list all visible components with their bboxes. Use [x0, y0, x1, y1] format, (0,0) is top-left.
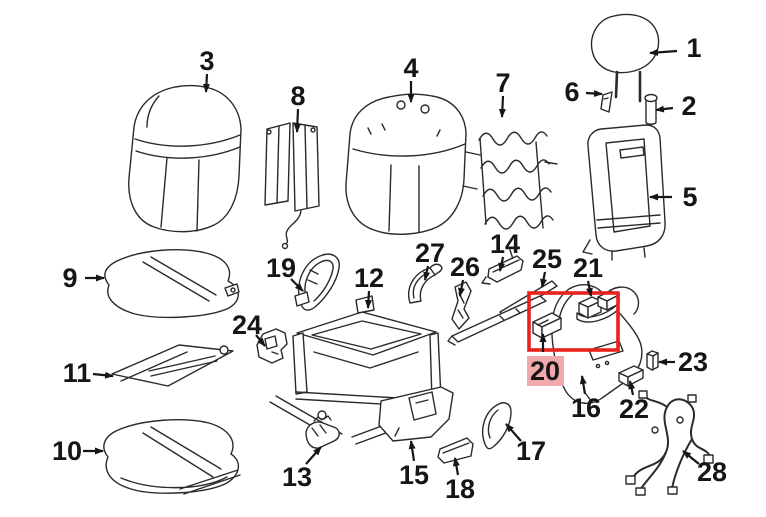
- callout-part-12[interactable]: 12: [354, 263, 384, 309]
- part-number: 9: [62, 263, 77, 293]
- callout-part-15[interactable]: 15: [399, 440, 429, 490]
- part-number: 10: [52, 436, 82, 466]
- callout-part-8[interactable]: 8: [290, 81, 306, 133]
- part-art-clip: [600, 91, 613, 113]
- part-number: 14: [490, 229, 520, 259]
- callout-part-16[interactable]: 16: [571, 375, 601, 423]
- part-art-seat-back-frame: [582, 124, 666, 261]
- part-number: 12: [354, 263, 384, 293]
- highlight-label-bg: [527, 356, 564, 386]
- callout-part-14[interactable]: 14: [490, 229, 520, 272]
- part-number: 25: [532, 244, 562, 274]
- callout-part-19[interactable]: 19: [266, 253, 304, 292]
- callout-part-20-selected[interactable]: 20: [527, 333, 564, 386]
- part-number: 20: [530, 356, 560, 386]
- callout-part-11[interactable]: 11: [63, 358, 114, 388]
- highlight-box: [527, 291, 620, 352]
- part-number: 1: [686, 33, 701, 63]
- part-art-small-knob: [646, 350, 659, 371]
- part-number: 8: [290, 81, 305, 111]
- part-art-support-bracket: [451, 281, 472, 330]
- callout-part-7[interactable]: 7: [495, 68, 511, 118]
- part-number: 21: [573, 253, 603, 283]
- callout-part-13[interactable]: 13: [282, 446, 322, 492]
- part-number: 19: [266, 253, 296, 283]
- part-number: 3: [199, 46, 214, 76]
- part-number: 28: [697, 457, 727, 487]
- callout-part-26[interactable]: 26: [450, 252, 480, 297]
- part-art-seat-cushion-cover: [104, 249, 240, 319]
- part-number: 24: [232, 310, 262, 340]
- part-number: 27: [415, 238, 445, 268]
- part-number: 4: [403, 53, 418, 83]
- callout-part-23[interactable]: 23: [658, 347, 708, 377]
- part-art-recline-lever: [481, 402, 512, 450]
- part-number: 6: [564, 77, 579, 107]
- callout-part-22[interactable]: 22: [619, 380, 649, 424]
- callout-part-9[interactable]: 9: [62, 263, 105, 293]
- callout-part-17[interactable]: 17: [505, 423, 546, 466]
- callout-part-1[interactable]: 1: [649, 33, 702, 63]
- callout-part-28[interactable]: 28: [682, 450, 727, 487]
- part-art-seat-cushion-heater-mat: [111, 344, 234, 387]
- part-art-side-shield: [378, 386, 454, 442]
- callout-part-10[interactable]: 10: [52, 436, 104, 466]
- callout-part-25[interactable]: 25: [532, 244, 562, 288]
- part-number: 11: [63, 358, 92, 388]
- part-number: 16: [571, 393, 601, 423]
- callout-part-2[interactable]: 2: [655, 91, 697, 121]
- part-art-lumbar-support-spring: [462, 131, 558, 263]
- callout-part-18[interactable]: 18: [445, 457, 475, 504]
- part-number: 22: [619, 394, 649, 424]
- part-art-strap: [294, 253, 340, 311]
- part-art-headrest-bolt: [644, 93, 658, 125]
- part-art-headrest: [590, 13, 660, 103]
- callout-part-27[interactable]: 27: [415, 238, 445, 281]
- part-number: 15: [399, 460, 429, 490]
- part-art-seat-back-heater-mat: [264, 122, 320, 250]
- callout-part-24[interactable]: 24: [232, 310, 266, 347]
- part-number: 23: [678, 347, 708, 377]
- part-art-seat-back-cover: [128, 84, 242, 233]
- part-art-seat-cushion-pad: [103, 419, 241, 495]
- callout-part-21[interactable]: 21: [573, 253, 603, 297]
- callout-part-5[interactable]: 5: [649, 182, 698, 212]
- part-number: 18: [445, 474, 475, 504]
- part-art-cover-cap: [437, 437, 474, 464]
- callout-part-6[interactable]: 6: [564, 77, 603, 107]
- part-art-hook: [408, 263, 443, 304]
- part-number: 2: [681, 91, 696, 121]
- part-art-side-bracket: [256, 328, 288, 364]
- callout-part-3[interactable]: 3: [199, 46, 215, 93]
- part-art-mount-bracket: [481, 255, 524, 285]
- part-art-adjuster-knob: [618, 365, 644, 387]
- part-art-wiring-harness: [625, 390, 714, 496]
- part-number: 17: [516, 436, 546, 466]
- callout-part-4[interactable]: 4: [403, 53, 419, 103]
- part-number: 13: [282, 462, 312, 492]
- part-number: 7: [495, 68, 510, 98]
- part-art-clamp-bracket: [305, 415, 340, 449]
- part-art-seat-back-pad: [345, 93, 467, 235]
- part-number: 26: [450, 252, 480, 282]
- part-number: 5: [682, 182, 697, 212]
